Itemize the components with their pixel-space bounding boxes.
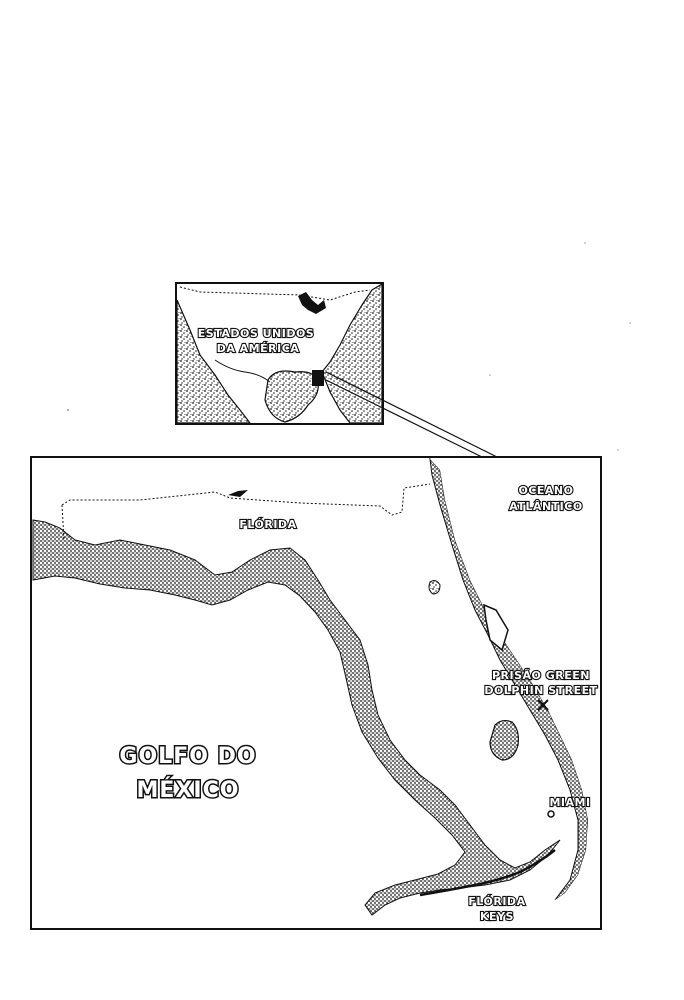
inset-great-lakes bbox=[298, 292, 326, 314]
label-gulf-line1: GOLFO DO bbox=[119, 744, 256, 769]
main-map: FLÓRIDA OCEANO ATLÂNTICO GOLFO DO MÉXICO… bbox=[30, 456, 602, 930]
lake-okeechobee bbox=[489, 719, 519, 761]
label-keys-line2: KEYS bbox=[480, 910, 514, 923]
label-prison-line1: PRISÃO GREEN bbox=[492, 669, 590, 682]
label-miami: MIAMI bbox=[549, 796, 590, 809]
inset-border-line bbox=[179, 286, 371, 301]
inset-map: ESTADOS UNIDOS DA AMÉRICA bbox=[175, 282, 384, 425]
miami-dot-icon bbox=[547, 810, 555, 818]
main-map-frame bbox=[30, 456, 602, 930]
label-prison-line2: DOLPHIN STREET bbox=[484, 684, 597, 697]
label-ocean-line1: OCEANO bbox=[518, 484, 573, 497]
inset-atlantic-water bbox=[321, 282, 383, 424]
inset-label-line2: DA AMÉRICA bbox=[217, 342, 300, 355]
lagoon-shape bbox=[483, 603, 509, 652]
florida-keys-arc bbox=[419, 849, 556, 897]
inset-label-line1: ESTADOS UNIDOS bbox=[198, 327, 314, 340]
small-lake bbox=[428, 580, 441, 595]
inset-pacific-water bbox=[176, 299, 252, 424]
inset-gulf-water bbox=[264, 370, 319, 423]
label-florida: FLÓRIDA bbox=[239, 518, 296, 531]
inset-florida-highlight bbox=[312, 370, 324, 386]
label-gulf-line2: MÉXICO bbox=[137, 777, 240, 803]
prison-marker-icon bbox=[537, 699, 549, 711]
inset-connector bbox=[325, 371, 498, 458]
label-ocean-line2: ATLÂNTICO bbox=[509, 500, 582, 513]
label-keys-line1: FLÓRIDA bbox=[468, 895, 525, 908]
state-border-line bbox=[61, 483, 431, 516]
